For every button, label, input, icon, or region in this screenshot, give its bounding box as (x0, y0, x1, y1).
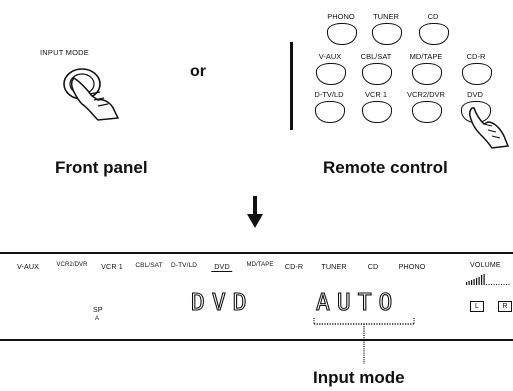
speaker-set-label: A (95, 316, 99, 322)
input-mode-callout: Input mode (313, 368, 405, 388)
display-source-phono: PHONO (399, 262, 426, 271)
right-channel-indicator: R (498, 301, 512, 312)
display-mode-readout: AUTO (316, 290, 399, 316)
remote-label-dvd: DVD (467, 90, 483, 99)
display-source-cbl-sat: CBL/SAT (135, 262, 162, 269)
display-bottom-border (0, 339, 513, 341)
remote-button-vcr2-dvr[interactable] (412, 101, 442, 123)
left-channel-indicator: L (470, 301, 484, 312)
remote-button-tuner[interactable] (372, 23, 402, 45)
display-source-cd-r: CD-R (285, 262, 303, 271)
speaker-label: SP (93, 307, 103, 314)
remote-button-cd-r[interactable] (462, 63, 492, 85)
display-source-md-tape: MD/TAPE (247, 262, 274, 268)
display-source-dvd: DVD (211, 262, 232, 272)
remote-button-md-tape[interactable] (412, 63, 442, 85)
display-top-border (0, 252, 513, 254)
remote-label-cd: CD (428, 12, 439, 21)
remote-button-v-aux[interactable] (316, 63, 346, 85)
display-source-vcr1: VCR 1 (101, 262, 123, 271)
volume-meter (466, 272, 510, 286)
or-text: or (190, 63, 206, 81)
input-mode-callout-bracket (312, 316, 416, 366)
display-source-vcr2-dvr: VCR2/DVR (56, 262, 87, 268)
display-source-readout: DVD (191, 290, 254, 316)
remote-label-phono: PHONO (327, 12, 355, 21)
remote-control-caption: Remote control (323, 158, 448, 178)
front-panel-caption: Front panel (55, 158, 148, 178)
display-source-d-tv-ld: D-TV/LD (171, 262, 197, 269)
remote-label-cbl-sat: CBL/SAT (361, 52, 392, 61)
remote-left-rail (290, 42, 293, 130)
remote-button-d-tv-ld[interactable] (315, 101, 345, 123)
remote-label-md-tape: MD/TAPE (410, 52, 443, 61)
input-mode-button-illustration (52, 60, 132, 122)
remote-label-tuner: TUNER (373, 12, 399, 21)
remote-label-cd-r: CD-R (467, 52, 486, 61)
remote-button-vcr1[interactable] (362, 101, 392, 123)
remote-button-cd[interactable] (419, 23, 449, 45)
pointing-hand-icon (466, 104, 510, 150)
remote-button-cbl-sat[interactable] (362, 63, 392, 85)
volume-label: VOLUME (470, 262, 501, 269)
input-mode-button-label: INPUT MODE (40, 48, 89, 57)
display-source-v-aux: V-AUX (17, 262, 39, 271)
display-source-cd: CD (368, 262, 379, 271)
remote-label-vcr2-dvr: VCR2/DVR (407, 90, 445, 99)
remote-label-vcr1: VCR 1 (365, 90, 387, 99)
remote-label-v-aux: V-AUX (319, 52, 342, 61)
remote-label-d-tv-ld: D-TV/LD (314, 90, 343, 99)
remote-button-phono[interactable] (327, 23, 357, 45)
display-source-tuner: TUNER (321, 262, 346, 271)
down-arrow-icon (245, 196, 265, 230)
